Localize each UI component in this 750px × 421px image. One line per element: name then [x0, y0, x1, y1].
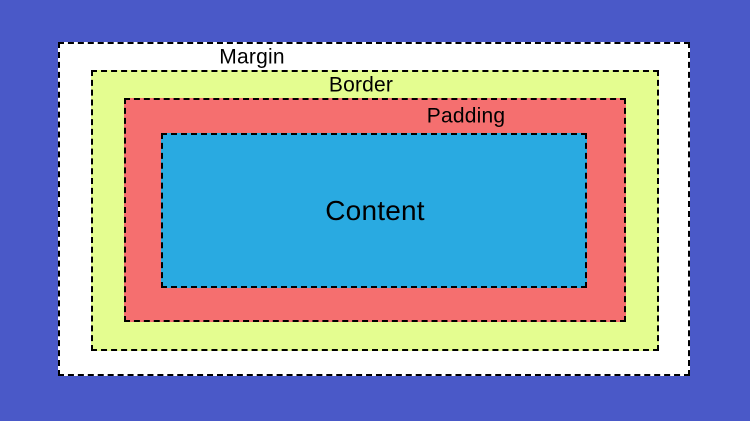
padding-label: Padding [426, 104, 506, 128]
border-label: Border [328, 73, 394, 97]
content-label: Content [325, 195, 425, 226]
content-box [161, 133, 587, 288]
margin-label: Margin [219, 45, 285, 69]
